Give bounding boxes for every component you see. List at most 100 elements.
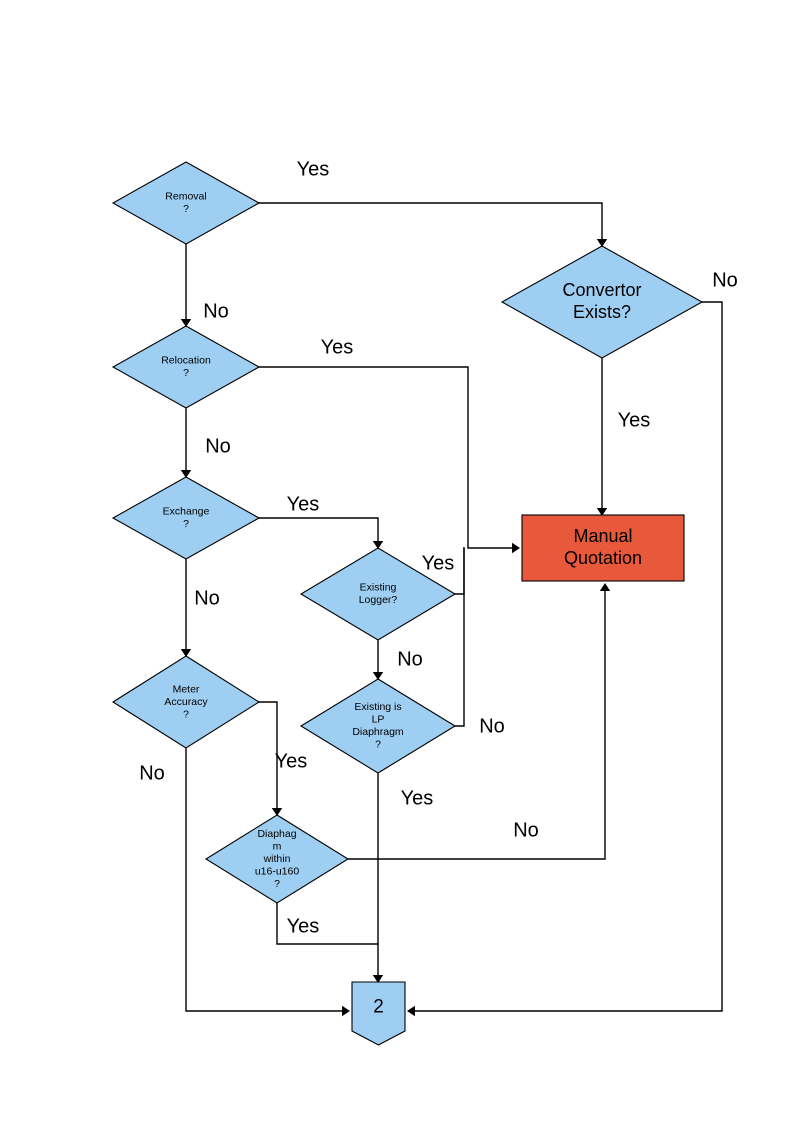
node-label-line: Convertor <box>562 280 641 300</box>
arrow-head-icon <box>407 1005 415 1017</box>
edge-path <box>258 701 278 809</box>
edge-lp-no-to-manual <box>454 547 465 727</box>
decision-diamond-shape <box>299 547 457 641</box>
node-label-line: Diaphag <box>257 828 296 840</box>
arrow-head-icon <box>180 649 192 657</box>
decision-diamond-shape <box>111 476 261 560</box>
edge-label-diaphagm-yes: Yes <box>287 915 320 937</box>
edge-logger-no-to-lp <box>372 639 384 680</box>
edge-label-exchange-yes: Yes <box>287 493 320 515</box>
edge-path <box>347 590 606 860</box>
edge-label-exchange-no: No <box>194 587 220 609</box>
decision-diamond-shape <box>500 245 704 359</box>
decision-diamond-shape <box>111 655 261 749</box>
nodes-layer: Removal?Relocation?Exchange?MeterAccurac… <box>111 161 704 1046</box>
edge-diaphagm-no-to-manual <box>347 583 611 860</box>
node-label-line: Diaphragm <box>352 726 404 738</box>
node-label-line: Meter <box>173 683 200 695</box>
node-label-line: Relocation <box>161 355 211 367</box>
node-label-line: m <box>273 840 282 852</box>
decision-diamond-shape <box>111 325 261 409</box>
edge-path <box>258 202 603 240</box>
edge-path <box>454 547 465 595</box>
node-label-line: LP <box>372 714 385 726</box>
arrow-head-icon <box>599 583 611 591</box>
arrow-head-icon <box>180 319 192 327</box>
edge-label-relocation-yes: Yes <box>321 336 354 358</box>
edge-label-meter-accuracy-yes: Yes <box>275 750 308 772</box>
edge-label-convertor-no: No <box>712 269 738 291</box>
node-label-line: 2 <box>373 997 384 1018</box>
edge-label-existing-lp-yes: Yes <box>401 787 434 809</box>
decision-diamond-shape <box>299 678 457 774</box>
offpage-connector-shape <box>351 981 406 1046</box>
arrow-head-icon <box>596 239 608 247</box>
edge-path <box>258 517 379 542</box>
node-label-line: ? <box>183 367 189 379</box>
edge-path <box>258 366 513 549</box>
node-label-line: ? <box>183 518 189 530</box>
node-label-line: Exists? <box>573 302 631 322</box>
node-label-line: within <box>263 853 291 865</box>
edge-convertor-no-to-2 <box>407 301 723 1017</box>
edge-convertor-yes-to-manual <box>596 357 608 516</box>
edge-meter-accuracy-no-to-2 <box>185 747 350 1017</box>
edge-label-meter-accuracy-no: No <box>139 762 165 784</box>
edge-path <box>414 301 723 1012</box>
edge-label-convertor-yes: Yes <box>618 409 651 431</box>
node-label-line: ? <box>274 878 280 890</box>
edge-removal-to-relocation <box>180 243 192 327</box>
edge-lp-yes-to-2 <box>372 772 384 983</box>
node-label-line: ? <box>183 203 189 215</box>
arrow-head-icon <box>271 808 283 816</box>
edge-exchange-to-meter-accuracy <box>180 558 192 657</box>
node-label-line: Exchange <box>163 506 210 518</box>
edge-logger-yes-to-manual <box>454 547 465 595</box>
decision-diamond-shape <box>204 814 350 904</box>
arrow-head-icon <box>512 542 520 554</box>
edge-label-existing-logger-yes: Yes <box>422 552 455 574</box>
edge-label-diaphagm-no: No <box>513 819 539 841</box>
edge-label-removal-yes: Yes <box>297 158 330 180</box>
node-exchange[interactable]: Exchange? <box>111 476 261 560</box>
arrow-head-icon <box>596 508 608 516</box>
node-connector-2[interactable]: 2 <box>351 981 406 1046</box>
process-box-shape <box>521 514 685 582</box>
arrow-head-icon <box>372 541 384 549</box>
arrow-head-icon <box>372 672 384 680</box>
edge-relocation-to-exchange <box>180 407 192 478</box>
edge-path <box>185 747 343 1012</box>
edge-relocation-yes-to-manual <box>258 366 520 554</box>
edge-label-existing-logger-no: No <box>397 648 423 670</box>
edge-diaphagm-yes-to-2 <box>276 902 379 945</box>
edge-removal-yes-to-convertor <box>258 202 608 247</box>
arrow-head-icon <box>180 470 192 478</box>
arrow-head-icon <box>342 1005 350 1017</box>
node-relocation[interactable]: Relocation? <box>111 325 261 409</box>
node-removal[interactable]: Removal? <box>111 161 261 245</box>
node-label-line: Quotation <box>564 548 642 568</box>
node-label-line: u16-u160 <box>255 865 300 877</box>
edges-layer <box>180 202 723 1017</box>
node-label-line: Accuracy <box>164 696 208 708</box>
node-label-line: Manual <box>573 526 632 546</box>
edge-path <box>454 547 465 727</box>
edge-label-relocation-no: No <box>205 435 231 457</box>
edge-path <box>276 902 379 945</box>
decision-diamond-shape <box>111 161 261 245</box>
edge-meter-accuracy-yes-to-diaphagm <box>258 701 283 816</box>
node-label-line: Existing is <box>354 701 401 713</box>
edge-label-existing-lp-no: No <box>479 715 505 737</box>
node-label-line: Logger? <box>359 594 398 606</box>
arrow-head-icon <box>372 975 384 983</box>
node-label-line: Existing <box>360 582 397 594</box>
node-label-line: ? <box>375 739 381 751</box>
